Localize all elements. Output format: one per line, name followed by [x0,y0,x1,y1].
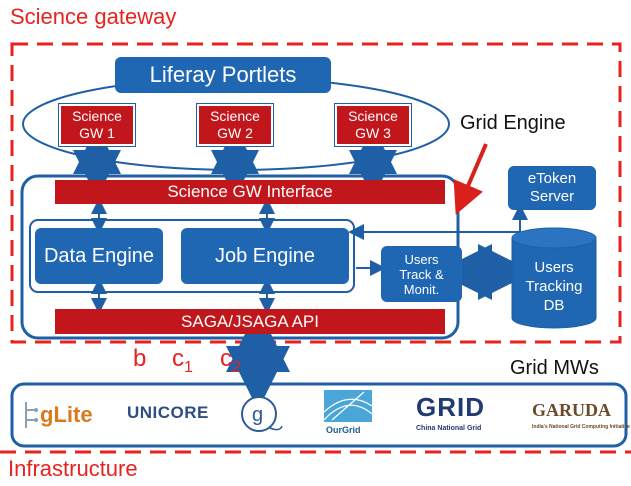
label-c1-sub: 1 [184,358,193,376]
middleware-outline [10,382,628,448]
ourgrid-logo: OurGrid [322,390,376,440]
gw-3-line1: Science [348,108,398,124]
users-db-line1: Users [534,259,574,276]
data-engine-box: Data Engine [35,228,163,284]
china-grid-subtext: China National Grid [416,425,482,432]
users-db-cylinder [511,227,597,329]
ourgrid-text: OurGrid [326,425,361,435]
users-track-line2: Track & [399,266,444,282]
etoken-line1: eToken [527,170,577,187]
etoken-line2: Server [529,188,575,205]
etoken-server-box: eToken Server [508,166,596,210]
svg-text:g: g [252,404,263,426]
china-grid-text: GRID [416,392,485,422]
users-track-box: Users Track & Monit. [381,246,462,302]
gw-1-line2: GW 1 [79,125,115,141]
label-c2-sub: 2 [232,358,241,376]
grid-mws-label: Grid MWs [510,357,599,379]
glite-logo: gLite [22,392,102,438]
engines-outline [29,219,355,293]
garuda-logo: GARUDA India's National Grid Computing I… [530,396,630,438]
label-c2: c2 [220,345,241,377]
science-gw-interface-bar: Science GW Interface [55,180,445,204]
label-c1: c1 [172,345,193,377]
glite-text: gLite [40,402,93,427]
gw-2-line1: Science [210,108,260,124]
label-b: b [133,345,147,372]
science-gw-2: Science GW 2 [197,104,273,146]
users-db-text: Users Tracking DB [512,258,596,315]
gw-2-line2: GW 2 [217,125,253,141]
saga-api-bar: SAGA/JSAGA API [55,309,445,334]
garuda-text: GARUDA [532,400,611,420]
label-c1-main: c [172,345,184,372]
infrastructure-label: Infrastructure [8,456,138,481]
grid-engine-label: Grid Engine [460,112,566,134]
unicore-logo: UNICORE [127,403,209,422]
science-gw-1: Science GW 1 [59,104,135,146]
china-grid-logo: GRID China National Grid [410,392,510,438]
science-gateway-label: Science gateway [10,4,177,29]
users-track-line1: Users [404,251,439,267]
globus-logo: g [240,392,284,438]
users-db-line2: Tracking [525,278,583,295]
users-db-line3: DB [543,297,565,314]
liferay-portlets-box: Liferay Portlets [115,57,331,93]
gw-1-line1: Science [72,108,122,124]
gw-3-line2: GW 3 [355,125,391,141]
label-c2-main: c [220,345,232,372]
science-gateway-region [10,42,622,344]
science-gw-3: Science GW 3 [335,104,411,146]
users-track-line3: Monit. [403,281,440,297]
garuda-subtext: India's National Grid Computing Initiati… [532,424,630,430]
job-engine-box: Job Engine [181,228,349,284]
